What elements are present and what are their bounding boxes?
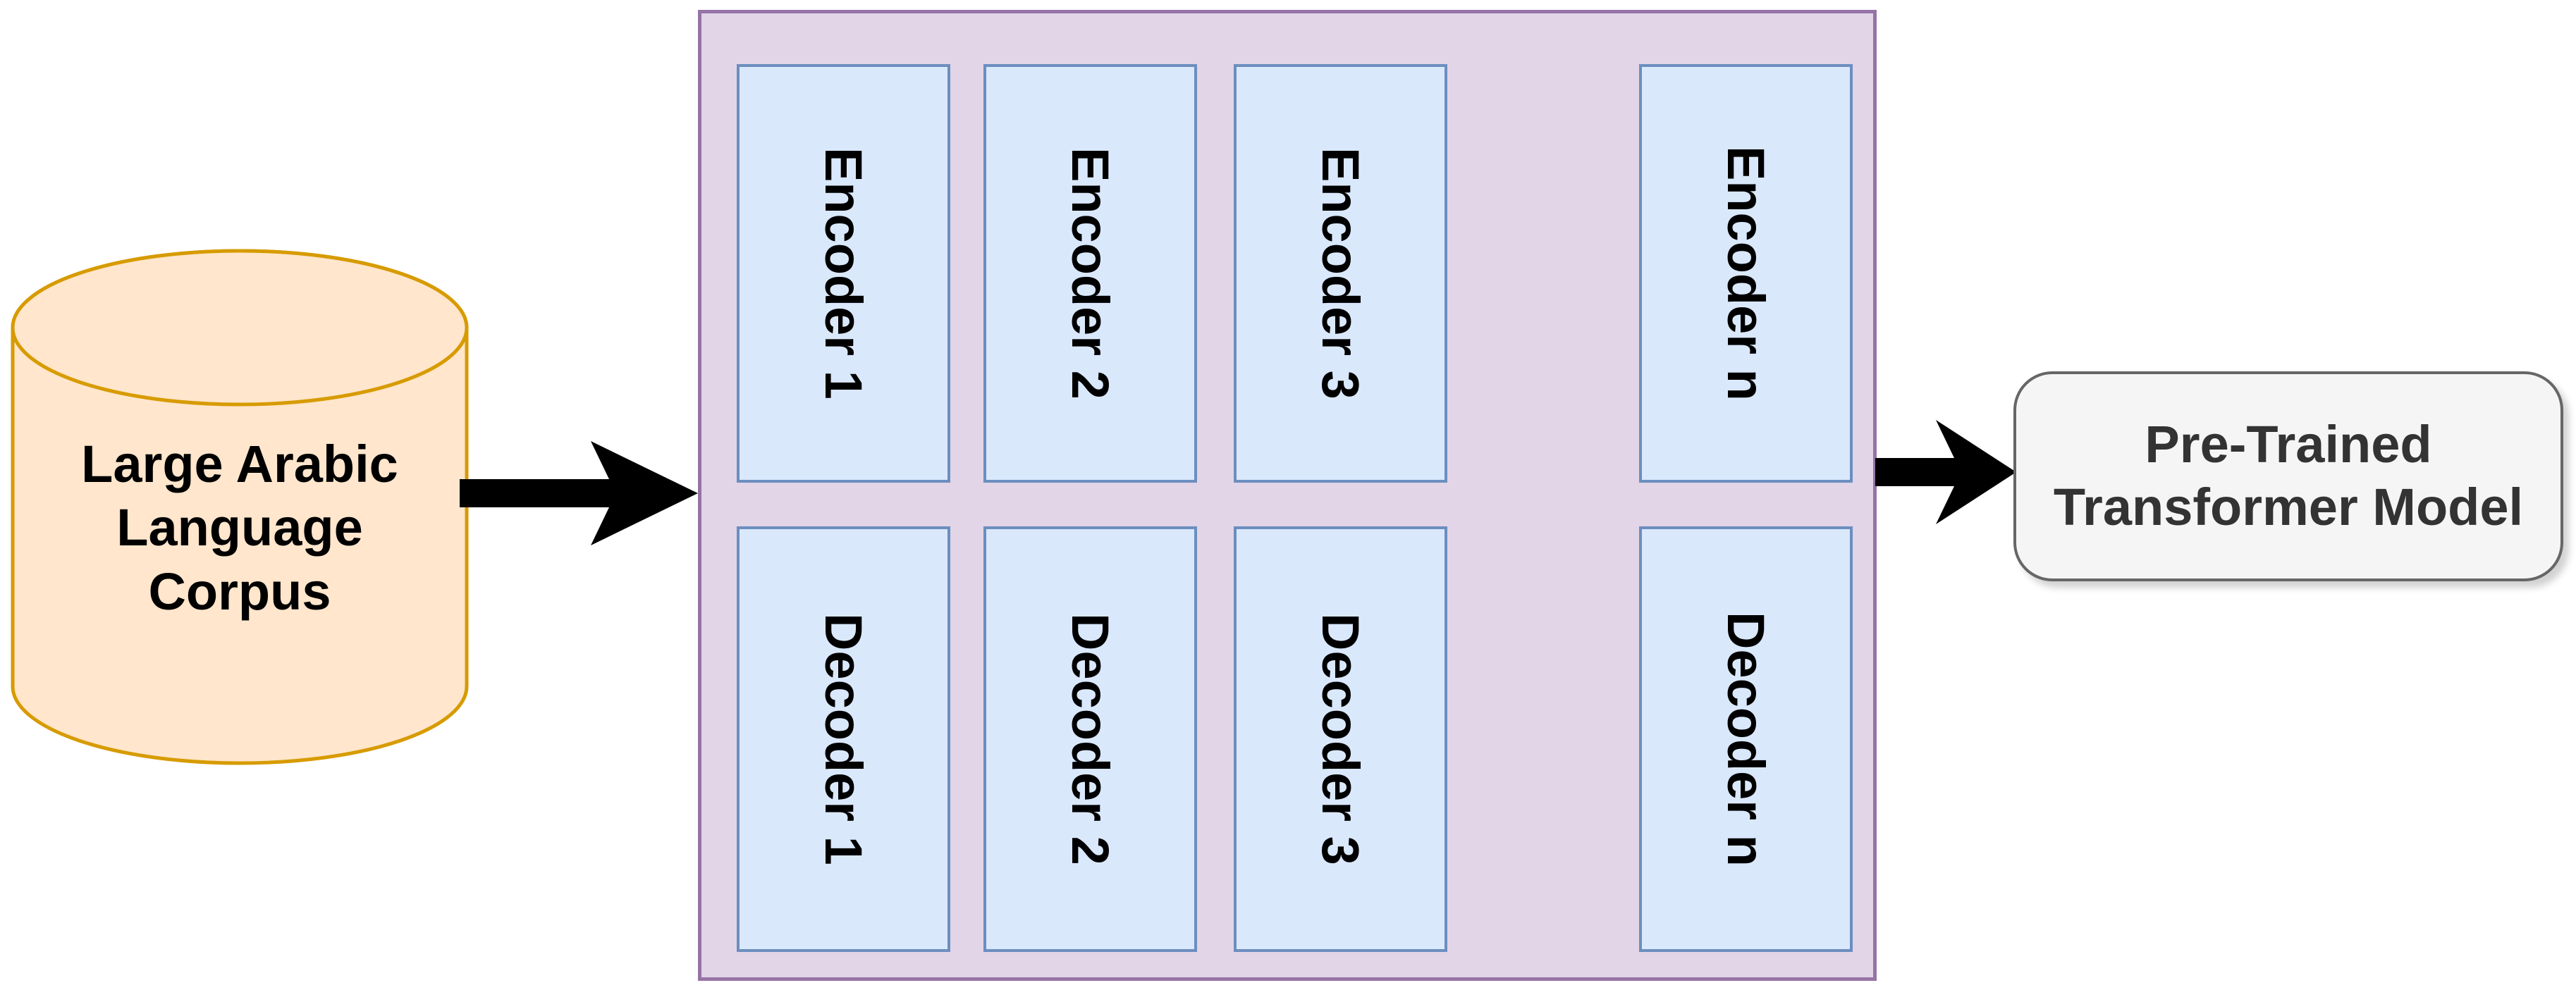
encoder-label: Encoder 3 [1311,147,1370,400]
database-cylinder-icon [11,249,469,765]
decoder-block-n: Decoder n [1639,526,1853,952]
decoder-block-1: Decoder 1 [737,526,950,952]
corpus-cylinder-node: Large Arabic Language Corpus [11,249,469,765]
decoder-block-3: Decoder 3 [1234,526,1447,952]
encoder-label: Encoder 1 [814,147,873,400]
output-model-node: Pre-Trained Transformer Model [2013,371,2563,581]
arrow-corpus-to-transformer [460,438,699,548]
right-arrow-icon [1875,420,2016,524]
decoder-label: Decoder n [1717,612,1775,867]
encoder-block-1: Encoder 1 [737,64,950,483]
encoder-block-3: Encoder 3 [1234,64,1447,483]
arrow-transformer-to-output [1875,417,2018,527]
transformer-container: Encoder 1 Encoder 2 Encoder 3 Encoder n … [698,10,1877,981]
decoder-label: Decoder 2 [1061,613,1120,865]
encoder-block-n: Encoder n [1639,64,1853,483]
decoder-label: Decoder 1 [814,613,873,865]
decoder-block-2: Decoder 2 [983,526,1197,952]
corpus-label: Large Arabic Language Corpus [81,435,398,621]
encoder-block-2: Encoder 2 [983,64,1197,483]
encoder-label: Encoder 2 [1061,147,1120,400]
right-arrow-icon [460,441,698,545]
encoder-label: Encoder n [1717,146,1775,401]
decoder-label: Decoder 3 [1311,613,1370,865]
